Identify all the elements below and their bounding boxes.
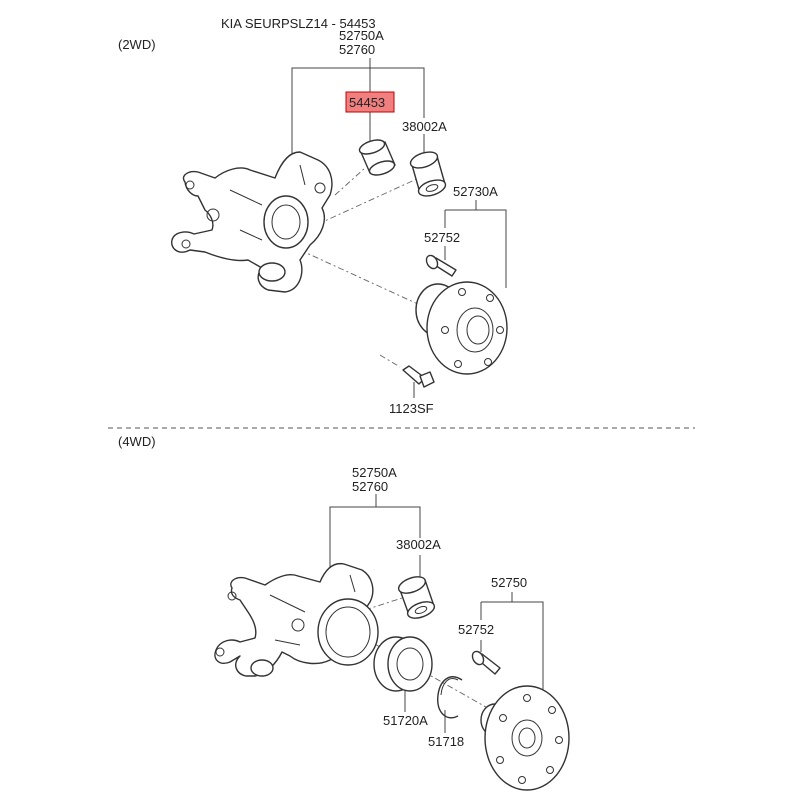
diagram-title: KIA SEURPSLZ14 - 54453 [221, 16, 376, 31]
assembly-axis-2wd [299, 167, 433, 368]
hub-52750-4wd [480, 685, 570, 791]
label-4wd-52760: 52760 [352, 479, 388, 494]
hub-bolt-52752 [425, 254, 457, 277]
label-4wd-52752: 52752 [458, 622, 494, 637]
snap-ring-51718 [437, 676, 463, 719]
hub-bolt-52752-4wd [471, 650, 501, 675]
label-4wd-38002a: 38002A [396, 537, 441, 552]
label-2wd-54453[interactable]: 54453 [349, 95, 385, 110]
highlight-box-54453[interactable] [345, 91, 395, 113]
knuckle-2wd [171, 151, 333, 293]
label-2wd-52752: 52752 [424, 230, 460, 245]
label-2wd-52730a: 52730A [453, 184, 498, 199]
leader-lines-2wd [291, 58, 507, 398]
label-2wd-38002a: 38002A [402, 119, 447, 134]
hub-assembly-52730a [415, 281, 508, 375]
label-2wd-1123sf: 1123SF [389, 401, 434, 416]
section-4wd-label: (4WD) [118, 434, 156, 449]
bushing-38002a [409, 151, 447, 197]
label-4wd-52750a: 52750A [352, 465, 397, 480]
leader-lines-4wd [329, 494, 544, 733]
bushing-38002a-4wd [397, 576, 436, 619]
mount-bolt-1123sf [402, 365, 435, 388]
bearing-51720a [373, 636, 433, 692]
label-4wd-51720a: 51720A [383, 713, 428, 728]
label-2wd-52750a: 52750A [339, 28, 384, 43]
label-4wd-51718: 51718 [428, 734, 464, 749]
knuckle-4wd [214, 562, 379, 677]
section-2wd-label: (2WD) [118, 37, 156, 52]
label-2wd-52760: 52760 [339, 42, 375, 57]
bushing-54453[interactable] [358, 137, 396, 177]
label-4wd-52750: 52750 [491, 575, 527, 590]
